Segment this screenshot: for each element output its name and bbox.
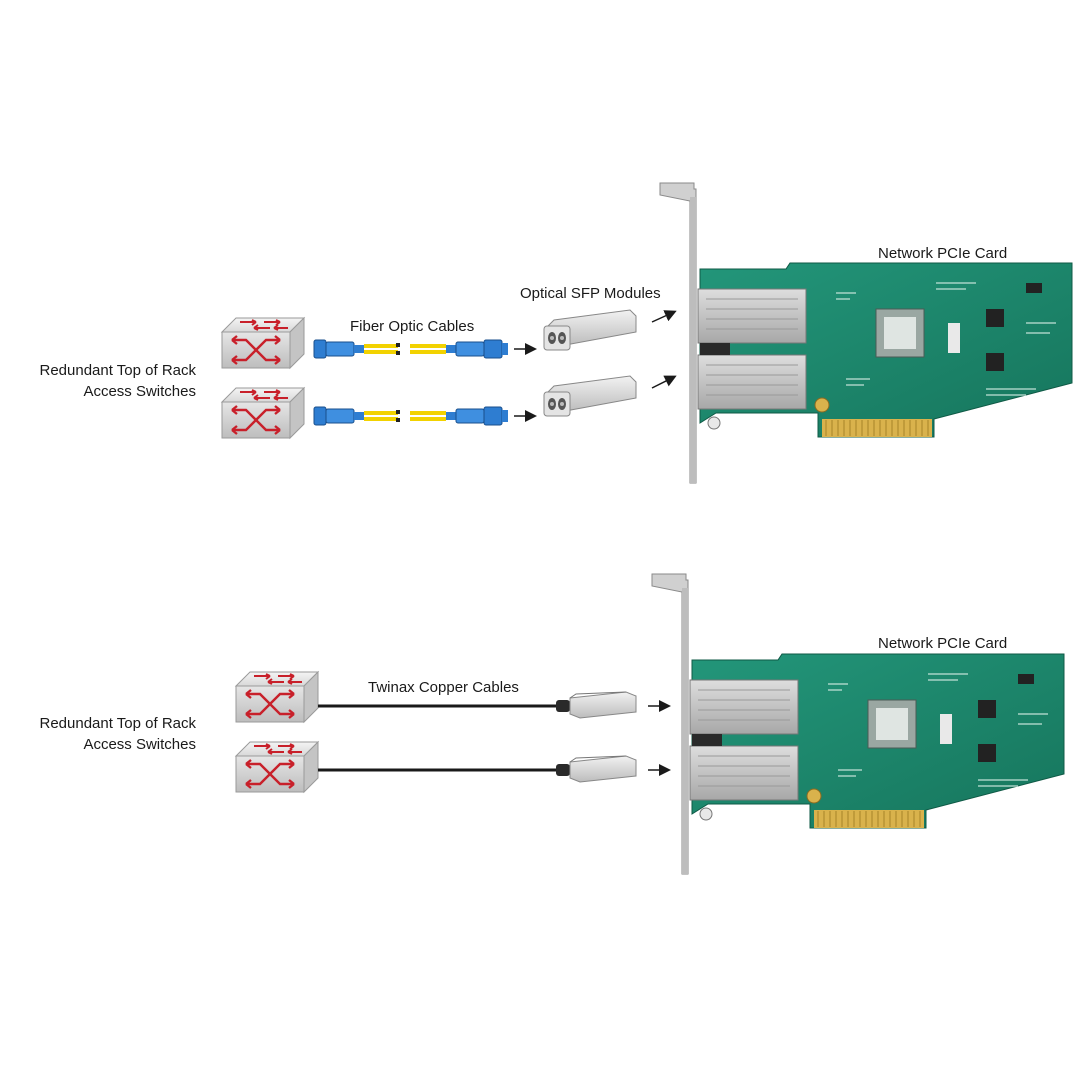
top-switches-label-line1: Redundant Top of Rack — [39, 362, 197, 379]
optical-sfp-module-1 — [543, 309, 637, 351]
top-switches-label-line2: Access Switches — [83, 383, 196, 400]
bottom-switches-label-line1: Redundant Top of Rack — [39, 715, 197, 732]
optical-sfp-module-2 — [543, 375, 637, 417]
arrow-sfp-to-port-2 — [651, 375, 677, 389]
fiber-cable-2 — [312, 405, 510, 427]
top-switch-2-icon — [220, 386, 306, 440]
top-network-pcie-card — [659, 182, 1073, 484]
twinax-copper-cables-label: Twinax Copper Cables — [368, 679, 519, 696]
bottom-network-card-label: Network PCIe Card — [878, 635, 1008, 652]
top-switches-label: Redundant Top of Rack Access Switches — [20, 360, 197, 402]
fiber-cable-1 — [312, 338, 510, 360]
arrow-sfp-to-port-1 — [651, 310, 677, 323]
dac-connector-1 — [555, 691, 637, 719]
bottom-switch-2-icon — [234, 740, 320, 794]
dac-connector-2 — [555, 755, 637, 783]
bottom-switches-label-line2: Access Switches — [83, 736, 196, 753]
top-network-card-label: Network PCIe Card — [878, 245, 1008, 262]
optical-sfp-modules-label: Optical SFP Modules — [520, 285, 661, 302]
bottom-network-pcie-card — [651, 573, 1065, 875]
bottom-switch-1-icon — [234, 670, 320, 724]
top-panel — [220, 182, 1073, 484]
bottom-switches-label: Redundant Top of Rack Access Switches — [20, 713, 197, 755]
bottom-panel — [234, 573, 1065, 875]
fiber-optic-cables-label: Fiber Optic Cables — [350, 318, 475, 335]
top-switch-1-icon — [220, 316, 306, 370]
